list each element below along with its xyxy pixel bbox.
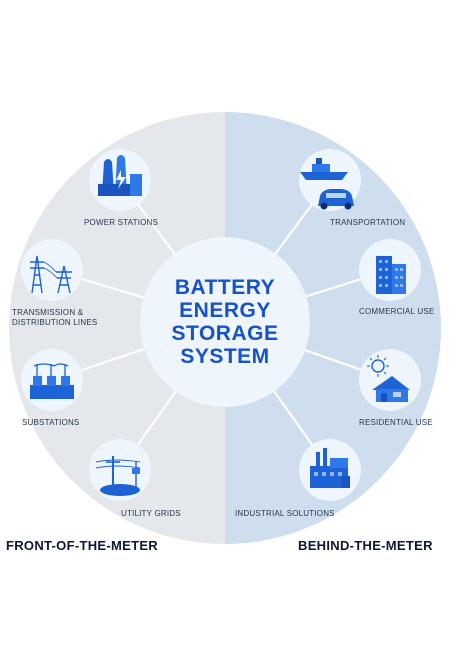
- label-transportation: TRANSPORTATION: [330, 218, 406, 227]
- label-industrial-solutions: INDUSTRIAL SOLUTIONS: [235, 509, 335, 518]
- center-title-line-4: SYSTEM: [180, 345, 270, 368]
- center-title-line-2: ENERGY: [179, 299, 271, 322]
- label-transmission-line-1: TRANSMISSION &: [12, 308, 84, 317]
- label-substations: SUBSTATIONS: [22, 418, 80, 427]
- front-of-meter-heading: FRONT-OF-THE-METER: [6, 538, 158, 553]
- label-transmission-lines: TRANSMISSION & DISTRIBUTION LINES: [12, 308, 97, 328]
- behind-meter-heading: BEHIND-THE-METER: [298, 538, 433, 553]
- label-commercial-use: COMMERCIAL USE: [359, 307, 435, 316]
- office-building-icon: [376, 256, 406, 294]
- utility-pole-icon: [95, 456, 141, 496]
- factory-icon: [310, 448, 350, 488]
- node-transmission: [21, 239, 83, 301]
- power-station-icon: [98, 155, 142, 196]
- label-residential-use: RESIDENTIAL USE: [359, 418, 433, 427]
- front-of-meter-half: [9, 112, 225, 544]
- transmission-tower-icon: [30, 255, 72, 294]
- ship-and-car-icon: [300, 158, 354, 210]
- center-title-line-1: BATTERY: [174, 276, 276, 299]
- behind-meter-half: [225, 112, 441, 544]
- solar-house-icon: [367, 355, 410, 402]
- center-title: BATTERY ENERGY STORAGE SYSTEM: [150, 276, 300, 368]
- center-title-line-3: STORAGE: [171, 322, 279, 345]
- label-utility-grids: UTILITY GRIDS: [121, 509, 181, 518]
- center-hub: [140, 237, 310, 407]
- substation-icon: [30, 363, 74, 399]
- label-transmission-line-2: DISTRIBUTION LINES: [12, 318, 98, 327]
- label-power-stations: POWER STATIONS: [84, 218, 159, 227]
